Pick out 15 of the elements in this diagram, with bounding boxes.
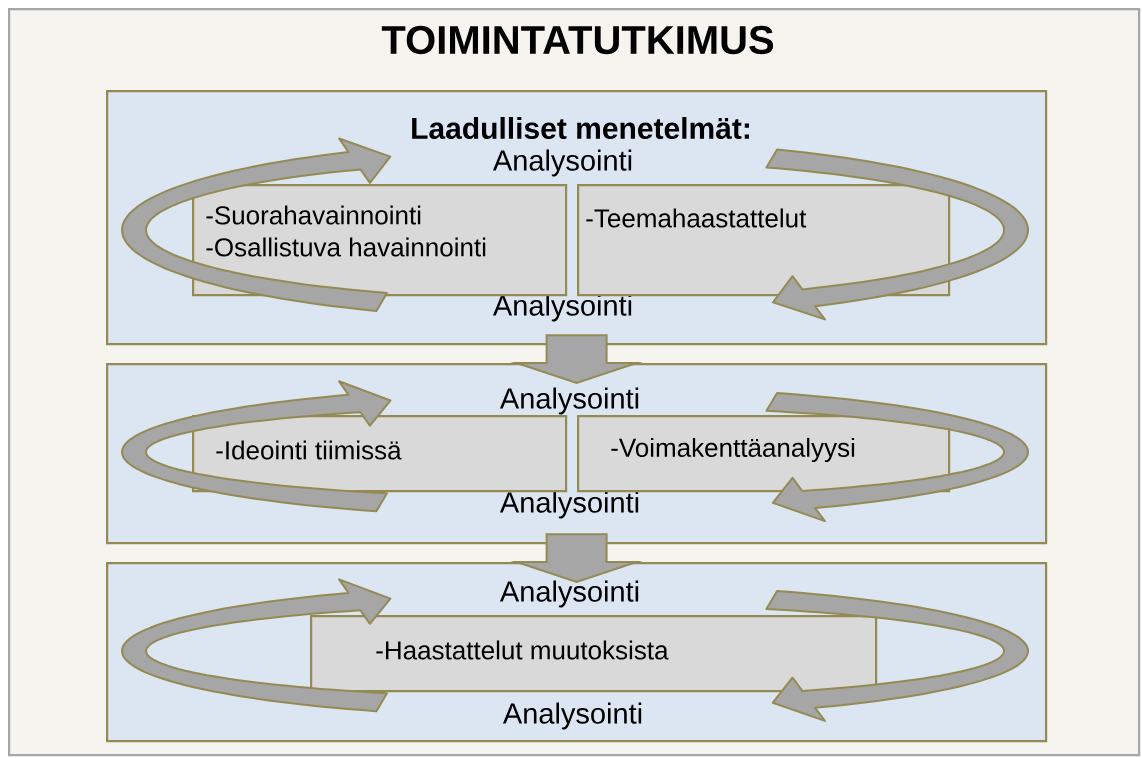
stage-label: Analysointi bbox=[499, 491, 639, 519]
method-box: -Ideointi tiimissä bbox=[192, 415, 568, 493]
method-box: -Suorahavainnointi -Osallistuva havainnointi bbox=[192, 184, 568, 297]
stage-label: Analysointi bbox=[502, 702, 642, 730]
method-box: -Haastattelut muutoksista bbox=[310, 615, 878, 693]
heading: Laadulliset menetelmät: bbox=[412, 117, 749, 139]
stage-label: Analysointi bbox=[499, 387, 639, 415]
method-box: -Teemahaastattelut bbox=[577, 184, 951, 297]
block-arrow bbox=[510, 533, 643, 584]
stage-label: Analysointi bbox=[492, 294, 632, 322]
block-arrow bbox=[510, 334, 643, 385]
title: TOIMINTATUTKIMUS bbox=[381, 25, 774, 55]
stage-label: Analysointi bbox=[499, 580, 639, 608]
stage-label: Analysointi bbox=[492, 149, 632, 177]
method-box: -Voimakenttäanalyysi bbox=[577, 415, 951, 493]
